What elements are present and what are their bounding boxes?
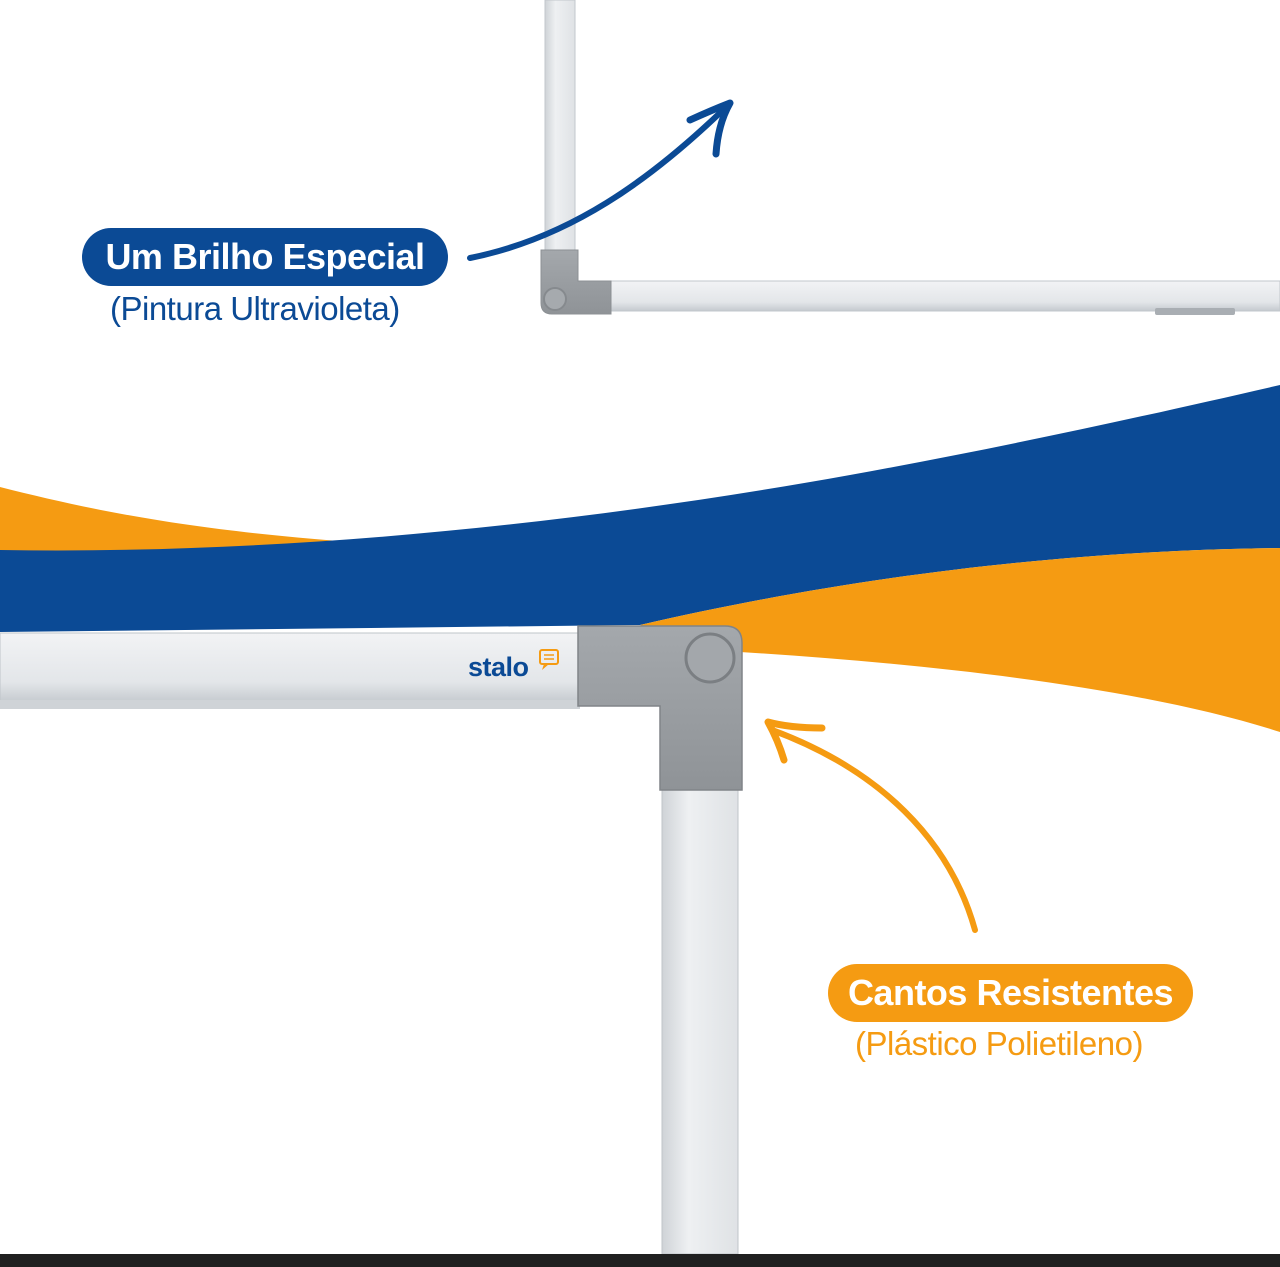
orange-arrow-icon bbox=[764, 718, 978, 933]
main-board-frame bbox=[0, 625, 743, 1255]
bottom-edge-bar bbox=[0, 1254, 1280, 1267]
main-corner-piece bbox=[577, 625, 743, 791]
speech-bubble-icon bbox=[539, 649, 559, 670]
top-frame-rail-clip bbox=[1155, 308, 1235, 315]
blue-band bbox=[0, 385, 1280, 632]
main-frame-vertical-rail bbox=[661, 789, 739, 1255]
callout-title-bottom: Cantos Resistentes bbox=[828, 964, 1193, 1022]
main-corner-screw bbox=[684, 632, 736, 684]
top-corner-screw bbox=[543, 287, 567, 311]
orange-band-left bbox=[0, 487, 700, 555]
top-frame-horizontal-rail bbox=[607, 280, 1280, 312]
top-corner-piece bbox=[540, 249, 612, 315]
callout-title-top: Um Brilho Especial bbox=[82, 228, 448, 286]
main-frame-rail-edge bbox=[0, 700, 580, 709]
brand-logo: stalo bbox=[468, 652, 529, 682]
top-board-frame bbox=[540, 0, 1280, 315]
orange-band-right bbox=[640, 548, 1280, 732]
top-frame-vertical-rail bbox=[544, 0, 576, 259]
callout-subtitle-bottom: (Plástico Polietileno) bbox=[855, 1025, 1143, 1062]
swoosh-bands bbox=[0, 385, 1280, 732]
callout-subtitle-top: (Pintura Ultravioleta) bbox=[110, 290, 400, 327]
blue-arrow-icon bbox=[467, 99, 734, 261]
